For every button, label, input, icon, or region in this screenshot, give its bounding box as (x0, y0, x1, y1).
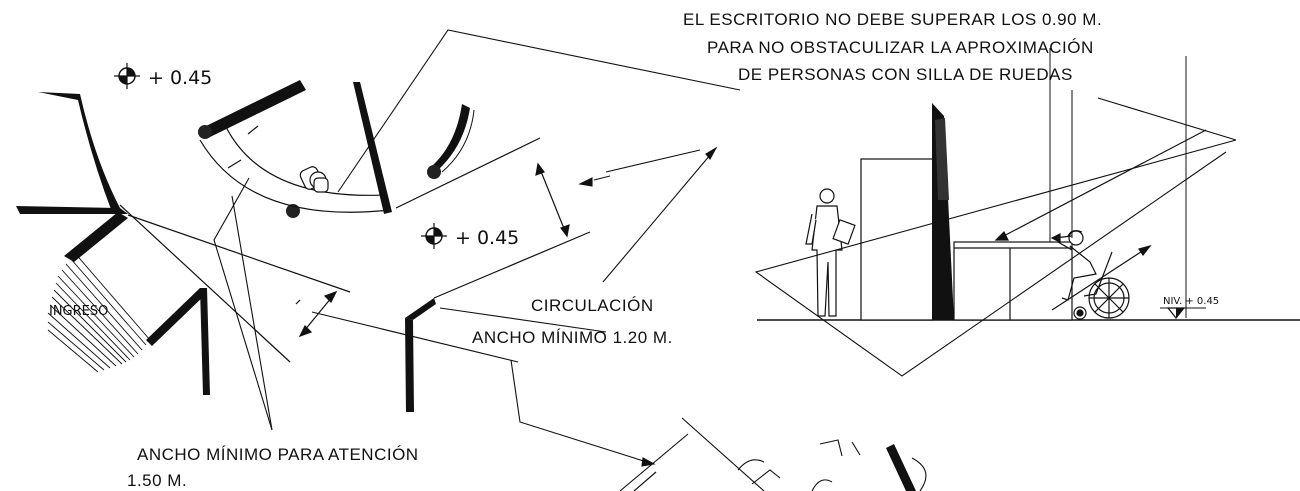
note-desk-height-line2: PARA NO OBSTACULIZAR LA APROXIMACIÓN (707, 38, 1094, 57)
seated-clerk-icon (299, 166, 329, 193)
reception-counter (199, 124, 391, 213)
note-circulation-line2: ANCHO MÍNIMO 1.20 M. (472, 328, 673, 347)
level-marker-icon (421, 223, 447, 249)
level-label-b: + 0.45 (455, 227, 519, 249)
right-curved-wall (427, 104, 475, 179)
lower-dimension-arrow (633, 471, 657, 491)
lower-room-fragment (619, 417, 927, 491)
entrance-inner-walls (146, 288, 210, 395)
note-attention-line1: ANCHO MÍNIMO PARA ATENCIÓN (137, 445, 419, 464)
standing-person-icon (805, 188, 856, 317)
floor-level-marker-icon (1160, 307, 1206, 319)
entrance-wall (64, 212, 128, 262)
divider-hatch (935, 118, 949, 200)
section-arrows (994, 129, 1207, 311)
height-dimension-lines (1049, 48, 1187, 318)
note-attention-line2: 1.50 M. (127, 471, 187, 490)
section-back-panel (860, 158, 934, 321)
reception-walls (198, 80, 392, 218)
level-marker-icon (114, 63, 140, 89)
section-counter (953, 241, 1073, 321)
leader-lines (213, 29, 1237, 467)
entrance-label: INGRESO (49, 304, 108, 319)
note-desk-height-line1: EL ESCRITORIO NO DEBE SUPERAR LOS 0.90 M… (683, 10, 1102, 29)
note-desk-height-line3: DE PERSONAS CON SILLA DE RUEDAS (738, 65, 1073, 84)
floor-level-label: NIV. + 0.45 (1163, 296, 1219, 307)
entrance-stair-hatch (47, 251, 151, 373)
level-label-a: + 0.45 (148, 67, 212, 89)
circulation-boundaries (119, 137, 591, 363)
note-circulation-line1: CIRCULACIÓN (531, 296, 654, 315)
lower-wall (405, 298, 436, 412)
left-curved-wall (16, 92, 128, 214)
lower-room-wall (886, 444, 916, 491)
